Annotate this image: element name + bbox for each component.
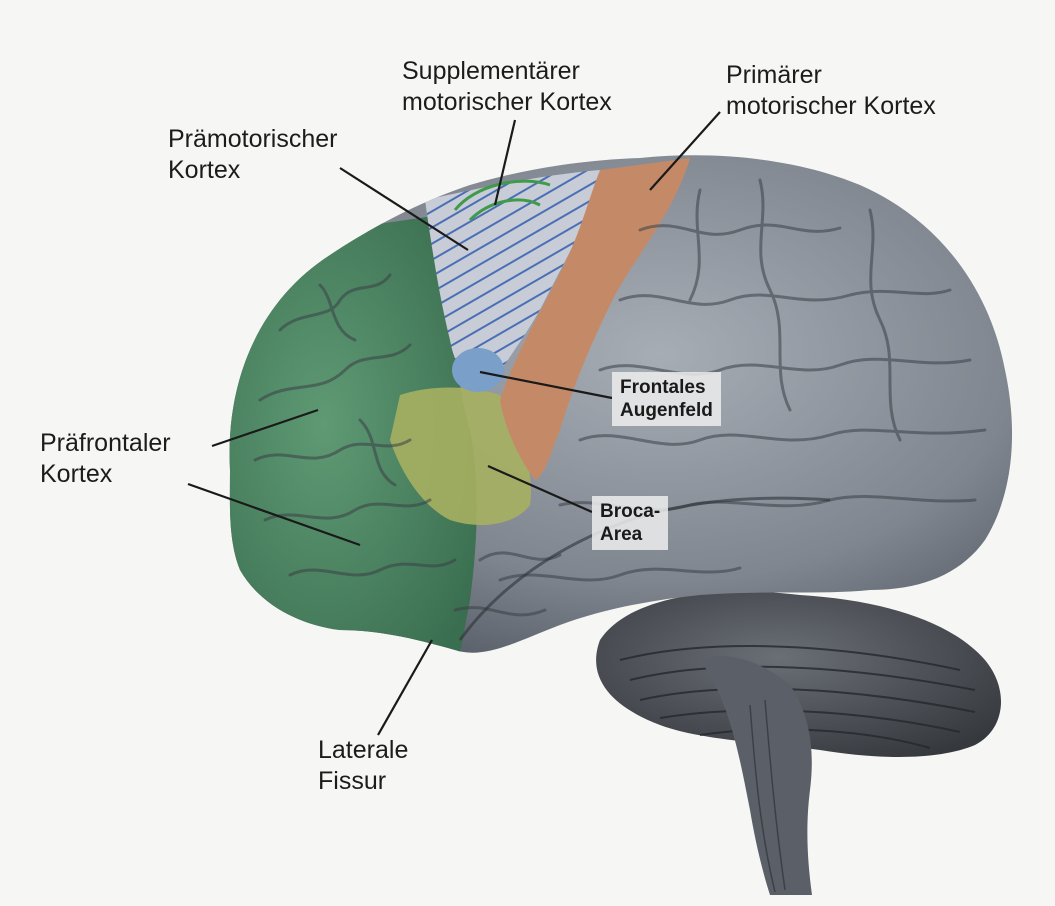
label-line: Prämotorischer [168,124,338,155]
label-premotor-cortex: Prämotorischer Kortex [168,124,338,186]
leader-lateral-fissure [378,640,432,735]
label-line: Supplementärer [402,56,612,87]
label-line: Präfrontaler [40,428,171,459]
label-line: Augenfeld [620,399,713,422]
label-lateral-fissure: Laterale Fissur [318,735,408,797]
label-line: Fissur [318,766,408,797]
label-prefrontal-cortex: Präfrontaler Kortex [40,428,171,490]
label-line: Area [600,523,660,546]
label-line: Frontales [620,376,713,399]
label-line: motorischer Kortex [402,87,612,118]
label-line: Kortex [40,459,171,490]
label-supplementary-motor-cortex: Supplementärer motorischer Kortex [402,56,612,118]
frontal-eye-field-region [452,348,504,392]
label-frontal-eye-field: Frontales Augenfeld [612,372,721,426]
label-primary-motor-cortex: Primärer motorischer Kortex [726,60,936,122]
label-line: Laterale [318,735,408,766]
label-line: Primärer [726,60,936,91]
label-broca-area: Broca- Area [592,496,668,550]
label-line: Broca- [600,500,660,523]
label-line: motorischer Kortex [726,91,936,122]
label-line: Kortex [168,155,338,186]
